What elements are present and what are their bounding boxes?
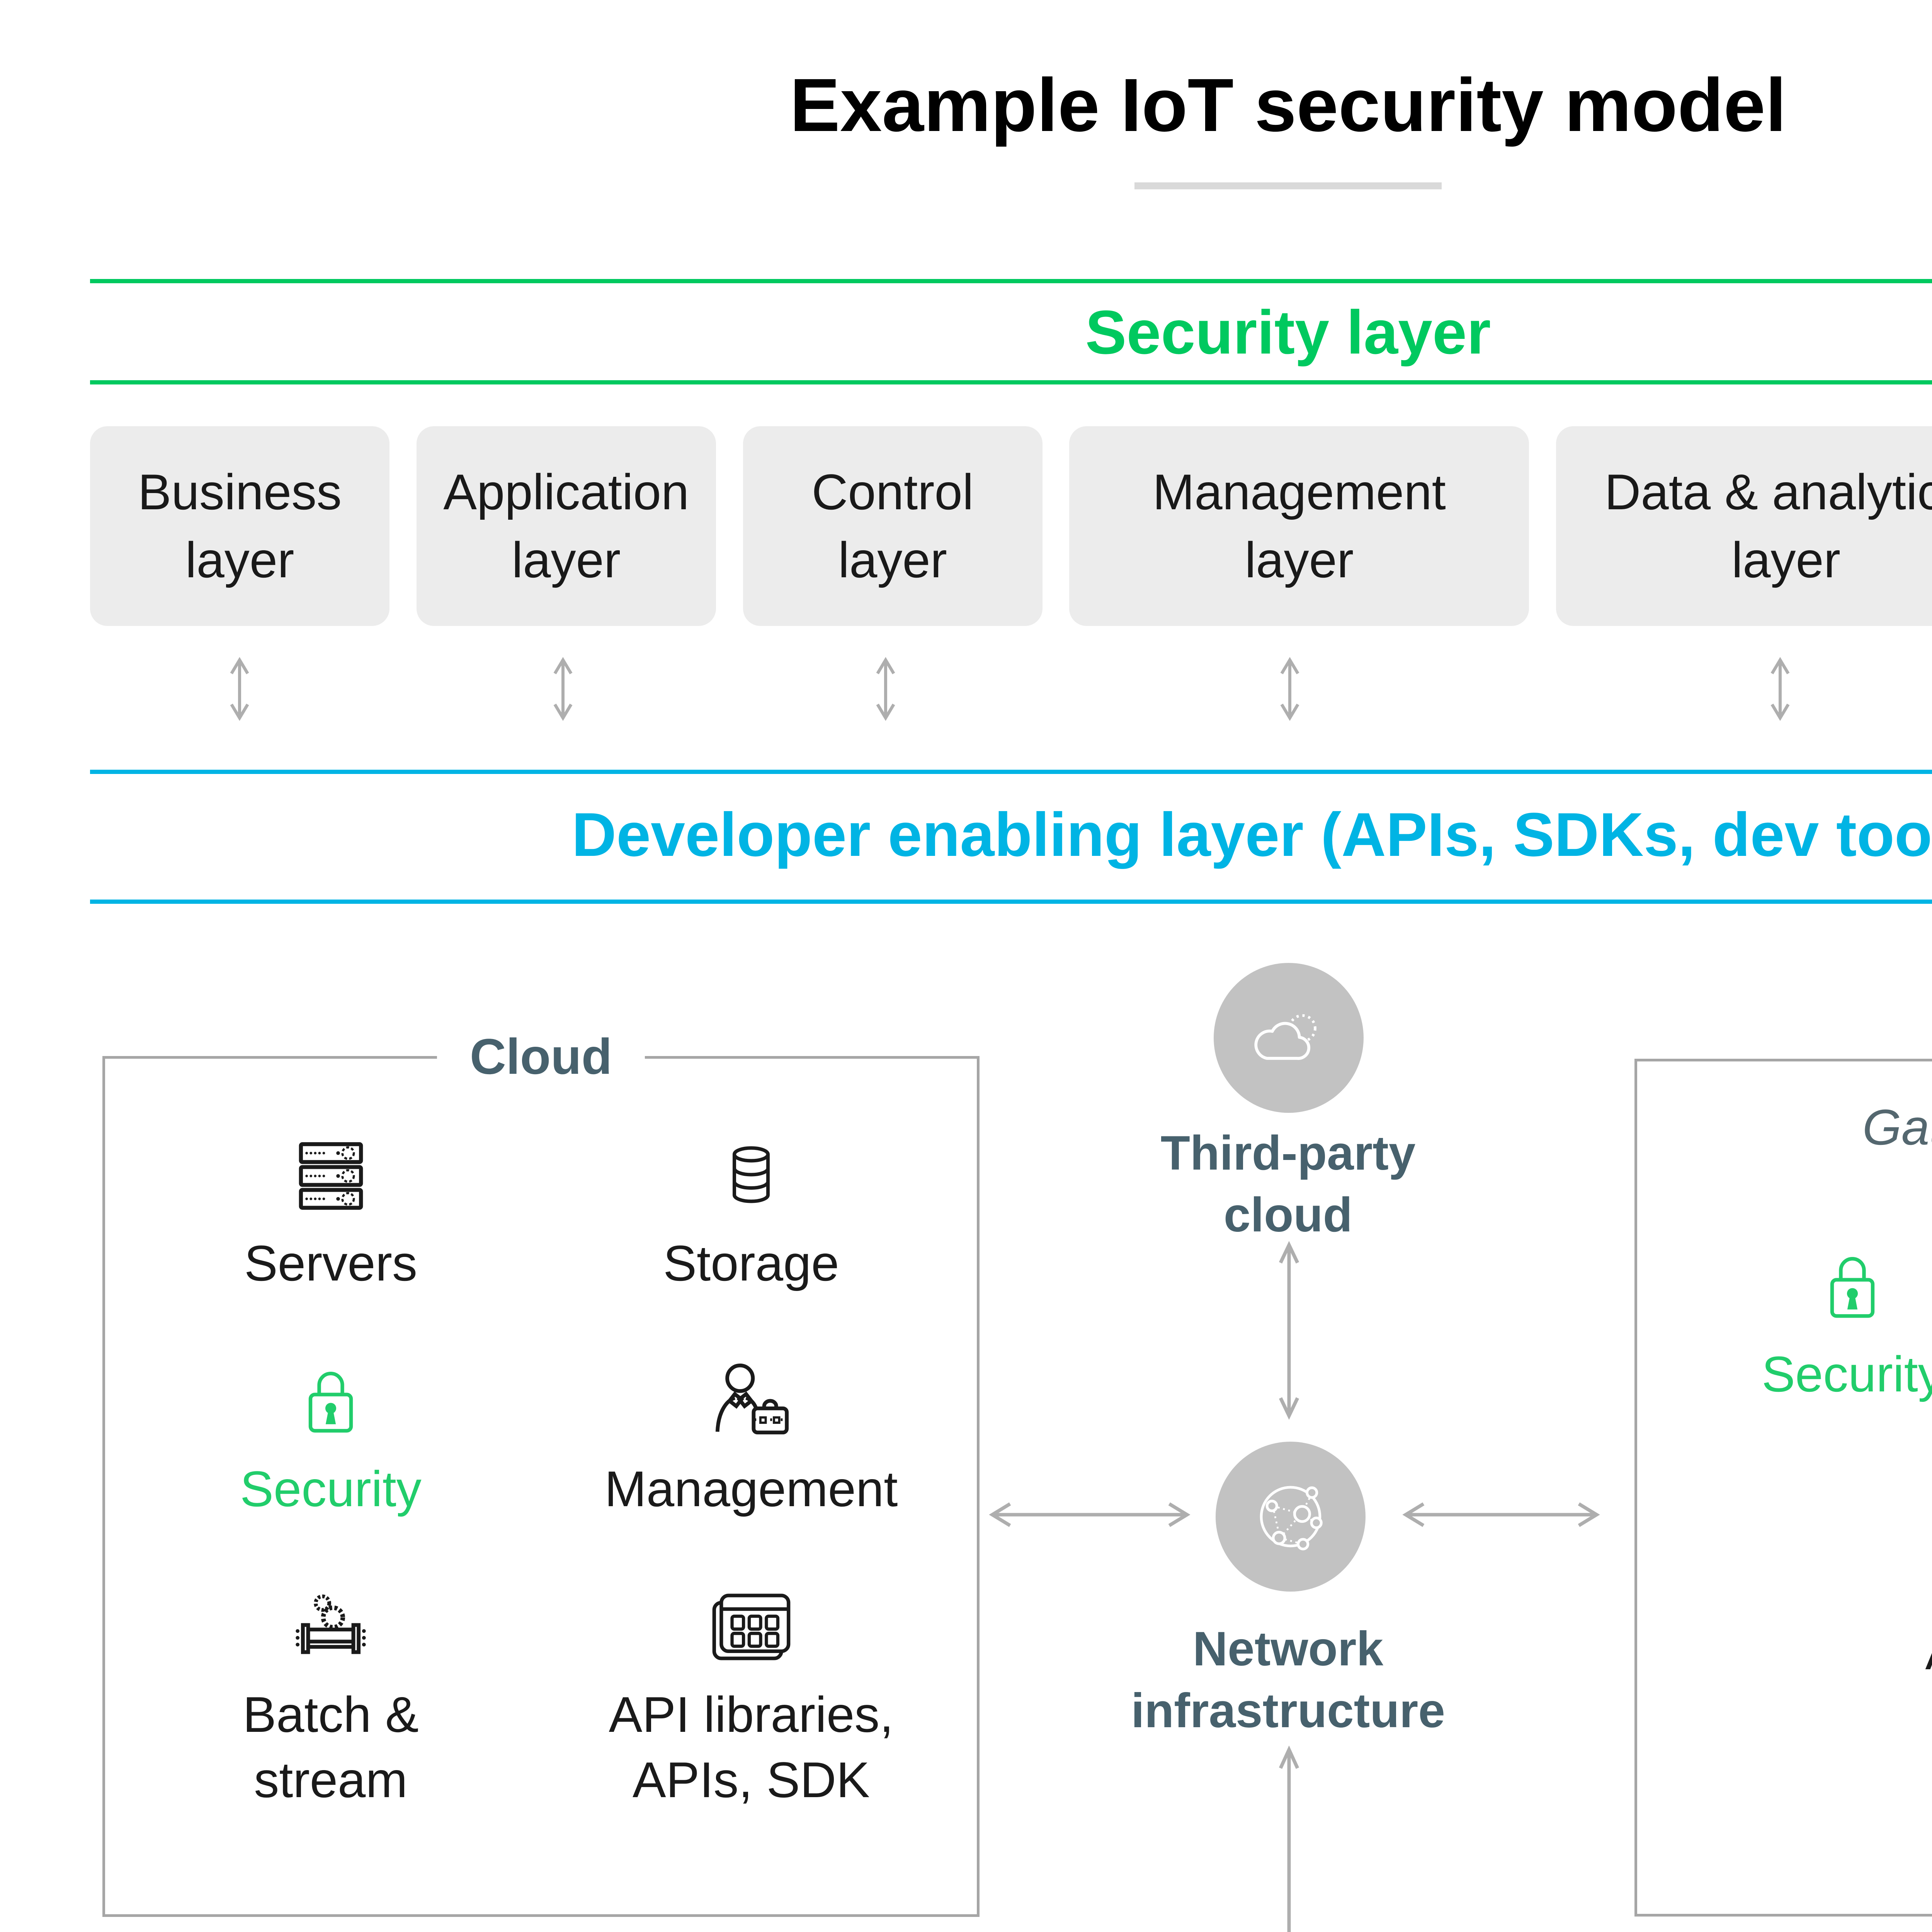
network-item-label: Security: [1762, 1346, 1932, 1402]
gateway-devices-subtitle: Gateaway devices: [1862, 1099, 1932, 1155]
servers-icon: [295, 1128, 367, 1211]
cloud-item-label: Storage: [663, 1235, 839, 1291]
third-party-cloud-label: Third-party cloud: [1160, 1126, 1416, 1242]
cloud-item-servers: Servers: [121, 1128, 541, 1296]
pipeline-gears-icon: [292, 1580, 369, 1663]
layer-box-application: Application layer: [416, 426, 716, 626]
double-arrow-vertical-icon: [1770, 657, 1790, 721]
cloud-item-api: API libraries, APIs, SDK: [541, 1580, 961, 1813]
layer-box-data-analytics: Data & analytics layer: [1556, 426, 1932, 626]
cloud-section-title: Cloud: [437, 1027, 645, 1085]
cloud-item-label: Batch & stream: [243, 1686, 419, 1808]
double-arrow-vertical-icon: [1280, 657, 1299, 721]
double-arrow-vertical-icon: [1279, 1241, 1299, 1420]
double-arrow-horizontal-icon: [1402, 1502, 1600, 1527]
security-layer-top-rule: [90, 279, 1932, 283]
network-infrastructure-circle: [1216, 1442, 1366, 1592]
cloud-item-storage: Storage: [541, 1128, 961, 1296]
cloud-item-security: Security: [121, 1354, 541, 1522]
cloud-item-label: Servers: [244, 1235, 417, 1291]
security-lock-icon: [302, 1354, 360, 1437]
layer-box-control: Control layer: [743, 426, 1043, 626]
storage-database-icon: [722, 1128, 780, 1211]
double-arrow-vertical-icon: [876, 657, 895, 721]
double-arrow-vertical-icon: [1279, 1746, 1299, 1932]
api-keypad-icon: [708, 1580, 795, 1663]
double-arrow-vertical-icon: [553, 657, 573, 721]
developer-layer-band-label: Developer enabling layer (APIs, SDKs, de…: [571, 800, 1932, 869]
security-layer-band-label: Security layer: [1085, 298, 1491, 367]
double-arrow-vertical-icon: [230, 657, 249, 721]
developer-layer-bottom-rule: [90, 900, 1932, 904]
network-item-security: Security: [1637, 1239, 1932, 1407]
cloud-item-label: API libraries, APIs, SDK: [609, 1686, 894, 1808]
network-item-api: API libraries, APIs, SDK: [1925, 1517, 1932, 1750]
network-item-label: API libraries, APIs, SDK: [1925, 1619, 1932, 1750]
cloud-item-label: Management: [604, 1461, 898, 1517]
cloud-items-grid: Servers Storage Security: [105, 1059, 977, 1813]
cloud-item-batch-stream: Batch & stream: [121, 1580, 541, 1813]
network-infrastructure-label: Network infrastructure: [1131, 1622, 1445, 1738]
layer-box-management: Management layer: [1069, 426, 1529, 626]
network-section-box: Network Gateaway devices Security: [1634, 1059, 1932, 1917]
cloud-item-label: Security: [240, 1461, 422, 1517]
network-nodes-icon: [1260, 1486, 1323, 1551]
network-items: Gateaway devices Security: [1637, 1061, 1932, 1750]
security-lock-icon: [1823, 1239, 1881, 1322]
third-party-cloud-circle: [1214, 963, 1364, 1113]
cloud-icon: [1254, 1014, 1316, 1060]
architecture-layers-row: Business layer Application layer Control…: [90, 426, 1932, 626]
manager-briefcase-icon: [710, 1354, 793, 1437]
developer-layer-top-rule: [90, 770, 1932, 774]
layer-box-business: Business layer: [90, 426, 389, 626]
page-title: Example IoT security model: [789, 63, 1787, 147]
security-layer-bottom-rule: [90, 380, 1932, 384]
cloud-item-management: Management: [541, 1354, 961, 1522]
title-underline-decoration: [1134, 182, 1442, 189]
double-arrow-horizontal-icon: [989, 1502, 1190, 1527]
cloud-section-box: Cloud Servers: [102, 1027, 980, 1917]
